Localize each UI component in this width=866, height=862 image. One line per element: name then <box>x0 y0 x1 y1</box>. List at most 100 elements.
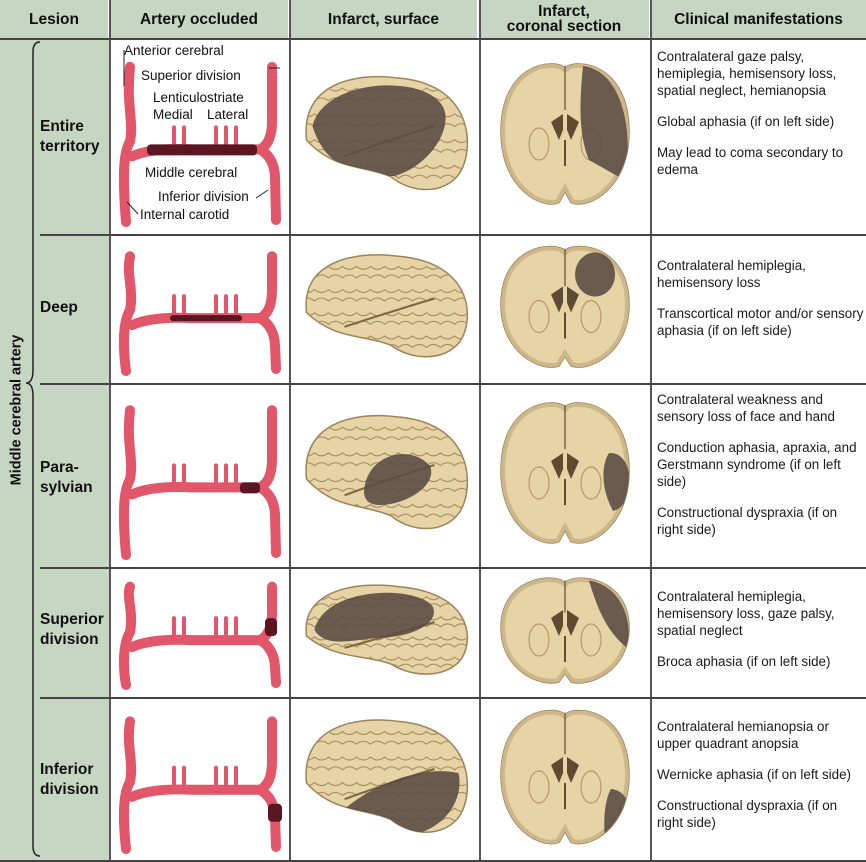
anterior-cerebral-artery <box>118 581 137 690</box>
clinical-item: Constructional dyspraxia (if on right si… <box>657 798 838 830</box>
clinical-inferior: Contralateral hemianopsia or upper quadr… <box>657 718 864 845</box>
superior-division-artery <box>255 405 277 493</box>
header-coronal-line1: Infarct, <box>538 3 590 20</box>
basal-ganglia-left <box>528 466 550 500</box>
clinical-item: Constructional dyspraxia (if on right si… <box>657 505 838 537</box>
lesion-label-entire: Entire territory <box>40 117 110 157</box>
territory-brace <box>25 41 41 857</box>
superior-division-artery <box>255 251 277 324</box>
anterior-cerebral-artery <box>118 251 137 376</box>
middle-cerebral-trunk <box>127 634 265 653</box>
artery-diagram-inferior <box>118 716 282 854</box>
infarct-region <box>575 252 616 297</box>
label-anterior-cerebral: Anterior cerebral <box>124 43 224 58</box>
anterior-cerebral-artery <box>118 61 137 227</box>
label-inferior-division: Inferior division <box>158 189 249 204</box>
row-separator <box>40 567 866 569</box>
occlusion-mark <box>147 144 257 156</box>
clinical-item: Contralateral gaze palsy, hemiplegia, he… <box>657 49 837 98</box>
lesion-label-parasylvian: Para- sylvian <box>40 458 110 498</box>
header-infarct-surface: Infarct, surface <box>290 0 479 38</box>
coronal-section-superior <box>500 577 630 684</box>
col-separator <box>650 0 652 862</box>
lesion-text: Entire <box>40 118 84 135</box>
label-medial: Medial <box>153 107 193 122</box>
col-separator <box>109 0 111 862</box>
infarct-region <box>603 452 629 511</box>
label-internal-carotid: Internal carotid <box>140 207 230 222</box>
clinical-item: Broca aphasia (if on left side) <box>657 654 831 669</box>
infarct-region <box>580 66 628 181</box>
clinical-deep: Contralateral hemiplegia, hemisensory lo… <box>657 257 864 353</box>
col-separator <box>289 0 291 862</box>
clinical-parasylvian: Contralateral weakness and sensory loss … <box>657 391 864 552</box>
clinical-item: Conduction aphasia, apraxia, and Gerstma… <box>657 440 857 489</box>
lateral-ventricle-left <box>551 757 563 783</box>
coronal-section-entire <box>500 63 630 205</box>
basal-ganglia-left <box>528 770 550 804</box>
lesion-label-deep: Deep <box>40 298 110 318</box>
lateral-ventricle-left <box>551 453 563 479</box>
lateral-ventricle-right <box>567 286 579 313</box>
lesion-text: division <box>40 781 99 798</box>
clinical-item: Contralateral weakness and sensory loss … <box>657 392 835 424</box>
col-separator <box>479 0 481 862</box>
occlusion-mark <box>268 803 282 822</box>
coronal-section-deep <box>500 245 630 368</box>
cortex-band <box>501 63 629 204</box>
infarct-region <box>312 85 446 176</box>
lateral-ventricle-right <box>567 610 579 636</box>
brain-surface-inferior <box>305 719 469 833</box>
lesion-label-superior: Superior division <box>40 610 110 650</box>
clinical-item: May lead to coma secondary to edema <box>657 145 844 177</box>
lateral-ventricle-left <box>551 610 563 636</box>
inferior-division-artery <box>255 482 281 558</box>
inferior-division-artery <box>255 635 281 688</box>
lesion-text: Inferior <box>40 761 94 778</box>
lateral-ventricle-left <box>551 286 563 313</box>
lateral-ventricle-right <box>567 453 579 479</box>
infarct-region <box>314 592 434 642</box>
occlusion-mark <box>170 315 242 322</box>
clinical-item: Wernicke aphasia (if on left side) <box>657 767 852 782</box>
brain-outline <box>305 254 469 358</box>
clinical-entire: Contralateral gaze palsy, hemiplegia, he… <box>657 48 864 192</box>
clinical-item: Contralateral hemianopsia or upper quadr… <box>657 719 829 751</box>
cortex-band <box>501 710 629 844</box>
row-separator <box>0 38 866 40</box>
header-artery-occluded: Artery occluded <box>110 0 290 38</box>
middle-cerebral-trunk <box>127 482 265 500</box>
header-clinical-manifestations: Clinical manifestations <box>651 0 866 38</box>
row-separator <box>40 697 866 699</box>
lesion-text: Superior <box>40 611 104 628</box>
clinical-item: Global aphasia (if on left side) <box>657 114 835 129</box>
occlusion-mark <box>265 618 277 637</box>
basal-ganglia-right <box>580 466 602 500</box>
clinical-item: Contralateral hemiplegia, hemisensory lo… <box>657 589 835 638</box>
basal-ganglia-right <box>580 299 602 334</box>
clinical-superior: Contralateral hemiplegia, hemisensory lo… <box>657 588 864 684</box>
brain-surface-deep <box>305 254 469 358</box>
lesion-text: Para- <box>40 459 79 476</box>
row-separator <box>0 860 866 862</box>
infarct-region <box>364 454 432 505</box>
cortex-band <box>501 402 629 543</box>
lateral-ventricle-left <box>551 114 563 140</box>
basal-ganglia-right <box>580 623 602 657</box>
coronal-section-parasylvian <box>500 402 630 544</box>
label-lateral: Lateral <box>207 107 249 122</box>
row-separator <box>40 383 866 385</box>
lesion-text: division <box>40 631 99 648</box>
sylvian-fissure <box>344 297 435 328</box>
side-label-text: Middle cerebral artery <box>8 334 24 486</box>
middle-cerebral-trunk <box>127 784 265 802</box>
anterior-cerebral-artery <box>118 716 137 854</box>
brain-surface-entire <box>305 75 469 191</box>
coronal-section-inferior <box>500 709 630 845</box>
basal-ganglia-left <box>528 299 550 334</box>
occlusion-mark <box>240 482 260 494</box>
lesion-text: sylvian <box>40 479 93 496</box>
brain-surface-superior <box>305 584 469 675</box>
superior-division-artery <box>255 716 277 795</box>
